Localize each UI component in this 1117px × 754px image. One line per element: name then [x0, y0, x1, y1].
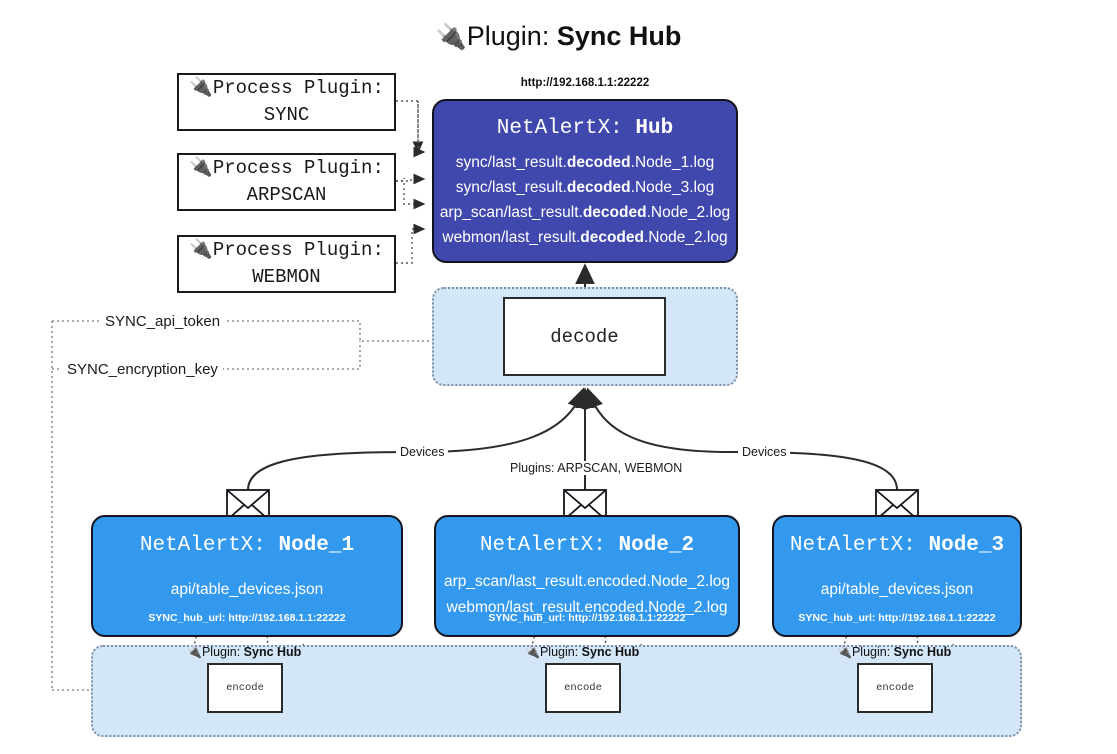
process-plugin-sync-line1: 🔌Process Plugin: — [189, 77, 384, 99]
edge-label-devices-left: Devices — [396, 445, 449, 459]
plug-icon: 🔌 — [189, 239, 213, 261]
plug-icon: 🔌 — [187, 645, 202, 659]
node-box-node-3[interactable]: NetAlertX: Node_3 api/table_devices.json… — [772, 515, 1022, 637]
encoder-3-caption: 🔌Plugin: Sync Hub — [837, 645, 952, 659]
hub-title: NetAlertX: Hub — [496, 117, 674, 140]
plug-icon: 🔌 — [837, 645, 852, 659]
hub-url-label: http://192.168.1.1:22222 — [520, 77, 650, 89]
node-2-line-2: webmon/last_result.encoded.Node_2.log — [446, 599, 728, 616]
process-plugin-arpscan-line2: ARPSCAN — [246, 184, 327, 206]
process-plugin-webmon-line2: WEBMON — [252, 266, 321, 288]
sync-api-token-label: SYNC_api_token — [100, 313, 226, 330]
node-1-line-1: api/table_devices.json — [170, 581, 324, 598]
plug-icon: 🔌 — [189, 77, 213, 99]
process-plugin-sync-line2: SYNC — [263, 104, 310, 126]
title-prefix: Plugin: — [466, 21, 550, 51]
encoder-1-caption: 🔌Plugin: Sync Hub — [187, 645, 302, 659]
decode-box[interactable]: decode — [503, 297, 666, 376]
node-1-title: NetAlertX: Node_1 — [139, 534, 355, 557]
hub-log-line-4: webmon/last_result.decoded.Node_2.log — [442, 229, 728, 246]
plug-icon: 🔌 — [525, 645, 540, 659]
title-name: Sync Hub — [556, 21, 682, 51]
plug-icon: 🔌 — [189, 157, 213, 179]
node-3-title: NetAlertX: Node_3 — [789, 534, 1005, 557]
edge-label-devices-right: Devices — [738, 445, 791, 459]
node-3-line-1: api/table_devices.json — [820, 581, 974, 598]
node-2-hub-url: SYNC_hub_url: http://192.168.1.1:22222 — [488, 612, 686, 624]
encode-box-1[interactable]: encode — [207, 663, 283, 713]
page-title: 🔌Plugin: Sync Hub — [0, 16, 1117, 57]
process-plugin-arpscan-line1: 🔌Process Plugin: — [189, 157, 384, 179]
process-plugin-box-arpscan[interactable]: 🔌Process Plugin: ARPSCAN — [177, 153, 396, 211]
encode-box-3[interactable]: encode — [857, 663, 933, 713]
process-plugin-webmon-line1: 🔌Process Plugin: — [189, 239, 384, 261]
node-box-node-2[interactable]: NetAlertX: Node_2 arp_scan/last_result.e… — [434, 515, 740, 637]
hub-log-line-1: sync/last_result.decoded.Node_1.log — [455, 154, 715, 171]
hub-log-line-2: sync/last_result.decoded.Node_3.log — [455, 179, 715, 196]
plug-icon: 🔌 — [435, 23, 467, 51]
process-plugin-box-sync[interactable]: 🔌Process Plugin: SYNC — [177, 73, 396, 131]
hub-box[interactable]: NetAlertX: Hub sync/last_result.decoded.… — [432, 99, 738, 263]
sync-encryption-key-label: SYNC_encryption_key — [62, 361, 223, 378]
process-plugin-box-webmon[interactable]: 🔌Process Plugin: WEBMON — [177, 235, 396, 293]
node-2-title: NetAlertX: Node_2 — [479, 534, 695, 557]
encode-box-2[interactable]: encode — [545, 663, 621, 713]
edge-label-plugins: Plugins: ARPSCAN, WEBMON — [506, 461, 687, 475]
encoder-2-caption: 🔌Plugin: Sync Hub — [525, 645, 640, 659]
node-3-hub-url: SYNC_hub_url: http://192.168.1.1:22222 — [798, 612, 996, 624]
hub-log-line-3: arp_scan/last_result.decoded.Node_2.log — [439, 204, 731, 221]
node-1-hub-url: SYNC_hub_url: http://192.168.1.1:22222 — [148, 612, 346, 624]
node-box-node-1[interactable]: NetAlertX: Node_1 api/table_devices.json… — [91, 515, 403, 637]
node-2-line-1: arp_scan/last_result.encoded.Node_2.log — [443, 573, 731, 590]
